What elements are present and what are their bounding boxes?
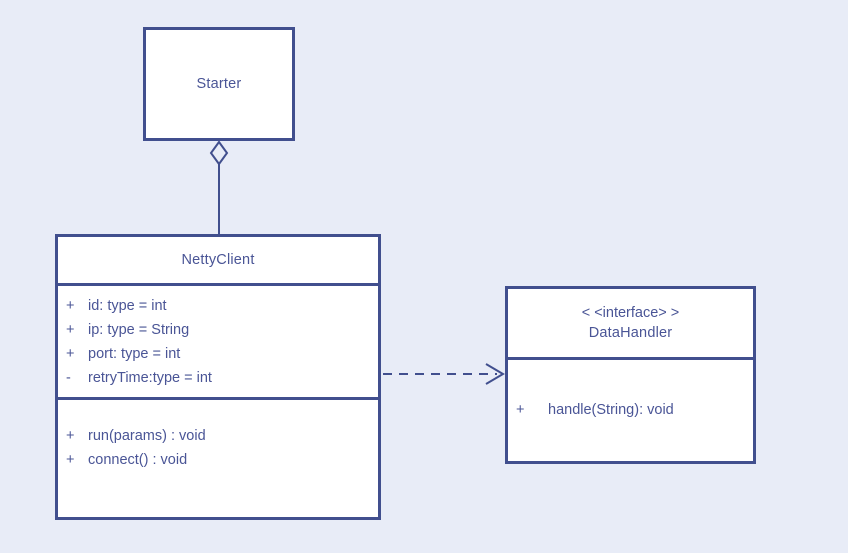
operation-row: + connect() : void xyxy=(58,448,378,472)
class-header-datahandler: < <interface> > DataHandler xyxy=(508,289,753,357)
operation-label: handle(String): void xyxy=(548,402,674,418)
attribute-label: port: type = int xyxy=(88,346,181,362)
class-name-nettyclient: NettyClient xyxy=(181,252,255,268)
operation-label: run(params) : void xyxy=(88,428,206,444)
attribute-label: id: type = int xyxy=(88,298,167,314)
attribute-label: retryTime:type = int xyxy=(88,370,212,386)
class-header-starter: Starter xyxy=(146,30,292,138)
relationship-dependency-nettyclient-datahandler[interactable] xyxy=(383,363,505,385)
relationship-aggregation-starter-nettyclient[interactable] xyxy=(209,140,229,234)
class-name-starter: Starter xyxy=(196,76,242,92)
attribute-row: + port: type = int xyxy=(58,342,378,366)
attributes-compartment-nettyclient: + id: type = int + ip: type = String + p… xyxy=(58,283,378,397)
visibility-marker: + xyxy=(66,322,75,338)
visibility-marker: - xyxy=(66,370,71,386)
operation-label: connect() : void xyxy=(88,452,188,468)
hollow-diamond-icon xyxy=(209,140,229,166)
open-arrow-icon xyxy=(485,363,505,385)
visibility-marker: + xyxy=(516,402,525,418)
operations-compartment-datahandler: + handle(String): void xyxy=(508,357,753,464)
operations-compartment-nettyclient: + run(params) : void + connect() : void xyxy=(58,397,378,517)
attribute-row: + ip: type = String xyxy=(58,318,378,342)
class-header-nettyclient: NettyClient xyxy=(58,237,378,283)
visibility-marker: + xyxy=(66,428,75,444)
visibility-marker: + xyxy=(66,346,75,362)
operation-row: + run(params) : void xyxy=(58,424,378,448)
attribute-row: - retryTime:type = int xyxy=(58,366,378,390)
operation-row: + handle(String): void xyxy=(508,398,753,422)
visibility-marker: + xyxy=(66,452,75,468)
class-box-datahandler[interactable]: < <interface> > DataHandler + handle(Str… xyxy=(505,286,756,464)
attribute-label: ip: type = String xyxy=(88,322,190,338)
class-name-datahandler: DataHandler xyxy=(588,325,673,341)
class-box-nettyclient[interactable]: NettyClient + id: type = int + ip: type … xyxy=(55,234,381,520)
visibility-marker: + xyxy=(66,298,75,314)
attribute-row: + id: type = int xyxy=(58,294,378,318)
class-box-starter[interactable]: Starter xyxy=(143,27,295,141)
stereotype-label-interface: < <interface> > xyxy=(581,305,680,321)
